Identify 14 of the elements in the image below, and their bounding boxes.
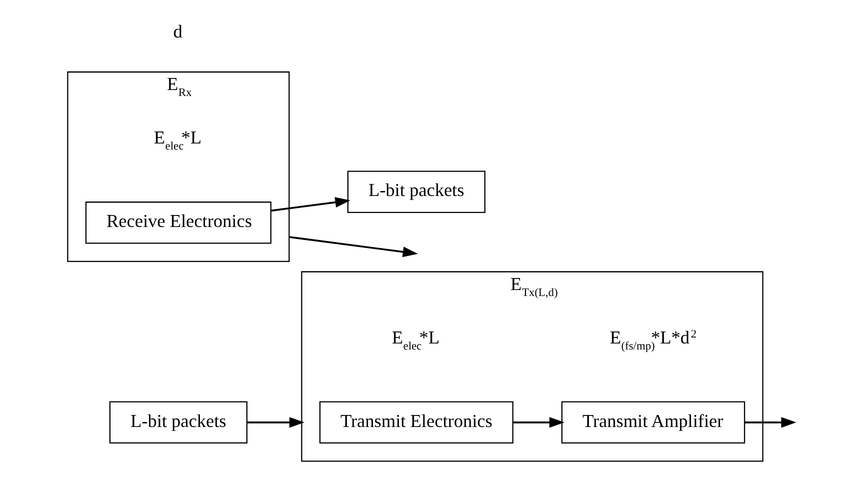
arrow <box>289 236 418 258</box>
label: d <box>173 22 182 42</box>
arrow <box>247 417 304 428</box>
node-box: Transmit Electronics <box>319 401 514 444</box>
node-box: Transmit Amplifier <box>561 401 746 444</box>
node-box: L-bit packets <box>109 401 248 444</box>
arrow <box>512 417 564 428</box>
arrow <box>744 417 796 428</box>
node-label: E$_{elec}$*L <box>154 128 202 153</box>
arrow <box>270 197 350 212</box>
node-box: Receive Electronics <box>85 202 272 244</box>
node-label: E$_{(fs/mp)}$*L*d$^{2}$ <box>610 327 697 352</box>
node-box: L-bit packets <box>347 170 486 213</box>
node-label: E$_{elec}$*L <box>392 327 440 352</box>
